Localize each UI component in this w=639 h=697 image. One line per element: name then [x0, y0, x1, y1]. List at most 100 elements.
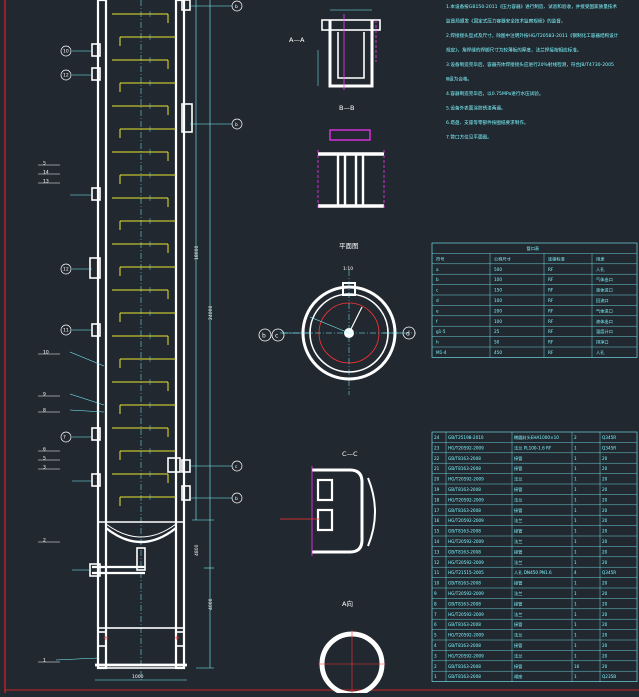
nozzle-table-cell: g1-5	[436, 329, 446, 334]
nozzle-table-cell: RF	[548, 340, 554, 345]
parts-table-cell: 20	[602, 487, 608, 492]
parts-table-cell: 1	[574, 560, 577, 565]
nozzle-table-cell: 温度计口	[596, 328, 613, 335]
nozzle-table-cell: 气体出口	[596, 276, 613, 283]
parts-table-cell: 1	[574, 508, 577, 513]
parts-table-cell: 接管	[514, 548, 522, 555]
parts-table-cell: 5	[434, 633, 437, 638]
note-line: 6.塔盘、支座等零部件按图纸要求制作。	[446, 119, 528, 126]
parts-table-cell: 15	[434, 529, 440, 534]
parts-table-cell: 20	[602, 591, 608, 596]
parts-table-cell: HG/T20592-2009	[448, 633, 484, 638]
nozzle-table-cell: 气体进口	[596, 307, 613, 314]
parts-table-cell: 法兰	[514, 496, 522, 503]
parts-table-cell: 1	[574, 674, 577, 679]
c-c-outline	[312, 468, 364, 554]
callout-left-label: 8	[43, 408, 46, 414]
parts-table-cell: 20	[602, 581, 608, 586]
callout-left-ring	[60, 263, 72, 275]
section-a-view: A向	[318, 599, 386, 697]
parts-table-cell: GB/T8163-2008	[448, 643, 481, 648]
note-line: 3.设备制造完毕后，容器壳体焊接接头应进行20%射线检测，符合JB/T4730-…	[446, 61, 614, 68]
parts-table-cell: 1	[574, 466, 577, 471]
note-line: 7.管口方位见平面图。	[446, 134, 492, 141]
parts-table-cell: 9	[434, 591, 437, 596]
nozzle-table-header-cell: 公称尺寸	[494, 255, 511, 262]
callout-right-label: c	[235, 465, 238, 470]
plan-pointer	[348, 306, 363, 334]
note-line: 监督局颁发《固定式压力容器安全技术监察规程》的监督。	[446, 18, 565, 25]
nozzle-table-cell: 排净口	[596, 339, 609, 346]
nozzle-table-cell: 人孔	[596, 349, 605, 356]
nozzle-table-cell: h	[436, 340, 439, 345]
parts-table-cell: 2	[434, 664, 437, 669]
parts-table-cell: 19	[434, 487, 440, 492]
callout-right-label: b	[235, 122, 238, 128]
parts-table-cell: 2	[574, 435, 577, 440]
nozzle-table-cell: RF	[548, 288, 554, 293]
nozzle-table-cell: RF	[548, 298, 554, 303]
parts-table-cell: 人孔 DN450 PN1.6	[514, 569, 552, 576]
nozzle-table-cell: 回流口	[596, 297, 609, 304]
tower-elevation: + + 18000	[55, 0, 214, 681]
note-line: 4.容器制造完毕后，以0.75MPa进行水压试验。	[446, 90, 543, 97]
section-a-view-title: A向	[342, 599, 353, 608]
callout-left-label: 2	[43, 538, 46, 544]
parts-table-cell: 7	[434, 612, 437, 617]
callout-left-label: 7	[63, 435, 66, 441]
parts-table-cell: GB/T8163-2008	[448, 601, 481, 606]
callout-left-ring	[60, 431, 72, 443]
plan-circle-label-1-ring	[271, 328, 285, 342]
anchor-lug-right	[175, 631, 185, 647]
nozzle-table-cell: 200	[494, 308, 502, 313]
nozzle-table-cell: a	[436, 267, 439, 272]
plan-circle-label-0-ring	[258, 328, 272, 342]
callout-left-label: 11	[63, 328, 69, 334]
parts-table-cell: 1	[574, 456, 577, 461]
parts-table-cell: 1	[574, 477, 577, 482]
callout-left-label: 10	[43, 350, 49, 356]
parts-table-cell: 4	[574, 570, 577, 575]
note-line: 规定》，角焊缝的焊脚尺寸为较薄板的厚度，法兰焊接按相应标准。	[446, 47, 582, 54]
callout-left-ring	[60, 324, 72, 336]
section-plan: 平面图 1:10 b c d	[258, 242, 416, 395]
parts-table-cell: 20	[602, 497, 608, 502]
a-a-outline	[328, 20, 374, 88]
parts-table-cell: 法兰	[514, 559, 522, 566]
parts-table-cell: 法兰	[514, 611, 522, 618]
nozzle-table-cell: 100	[494, 277, 502, 282]
parts-table-cell: HG/T20592-2009	[448, 653, 484, 658]
callout-left-label: 9	[43, 392, 46, 398]
nozzle-table-cell: 450	[494, 350, 502, 355]
callout-left-label: 12	[63, 267, 69, 273]
parts-table-cell: 1	[574, 622, 577, 627]
parts-table-cell: 接管	[514, 663, 522, 670]
plan-circle-label-1: c	[275, 333, 278, 340]
parts-table-cell: 20	[602, 653, 608, 658]
parts-table-cell: 8	[434, 601, 437, 606]
callout-right-ring	[231, 118, 243, 130]
callout-left-label: 10	[63, 49, 69, 55]
callout-left-label: 3	[43, 465, 46, 471]
callout-right-ring	[231, 0, 243, 12]
a-a-inner	[337, 32, 365, 79]
parts-table-cell: 接管	[514, 642, 522, 649]
plan-circle-label-0: b	[262, 333, 266, 340]
parts-table-cell: 20	[602, 601, 608, 606]
parts-table-cell: 接管	[514, 486, 522, 493]
note-line: 5.设备外表面涂防锈漆两遍。	[446, 105, 506, 112]
parts-table-cell: 16	[434, 518, 440, 523]
parts-table-cell: Q345R	[602, 435, 616, 440]
callout-left-label: 6	[43, 447, 46, 453]
parts-table-cell: 1	[574, 612, 577, 617]
callout-left-ring	[60, 69, 72, 81]
parts-table-cell: 法兰	[514, 632, 522, 639]
note-line: 1.本设备按GB150-2011《压力容器》进行制造、试验和验收，并接受国家质量…	[446, 3, 617, 10]
section-c-c: C—C	[280, 450, 376, 556]
parts-table-cell: GB/T25198-2010	[448, 435, 484, 440]
parts-table-cell: 法兰	[514, 476, 522, 483]
parts-table-cell: 椭圆封头EHA1000×10	[514, 434, 559, 441]
